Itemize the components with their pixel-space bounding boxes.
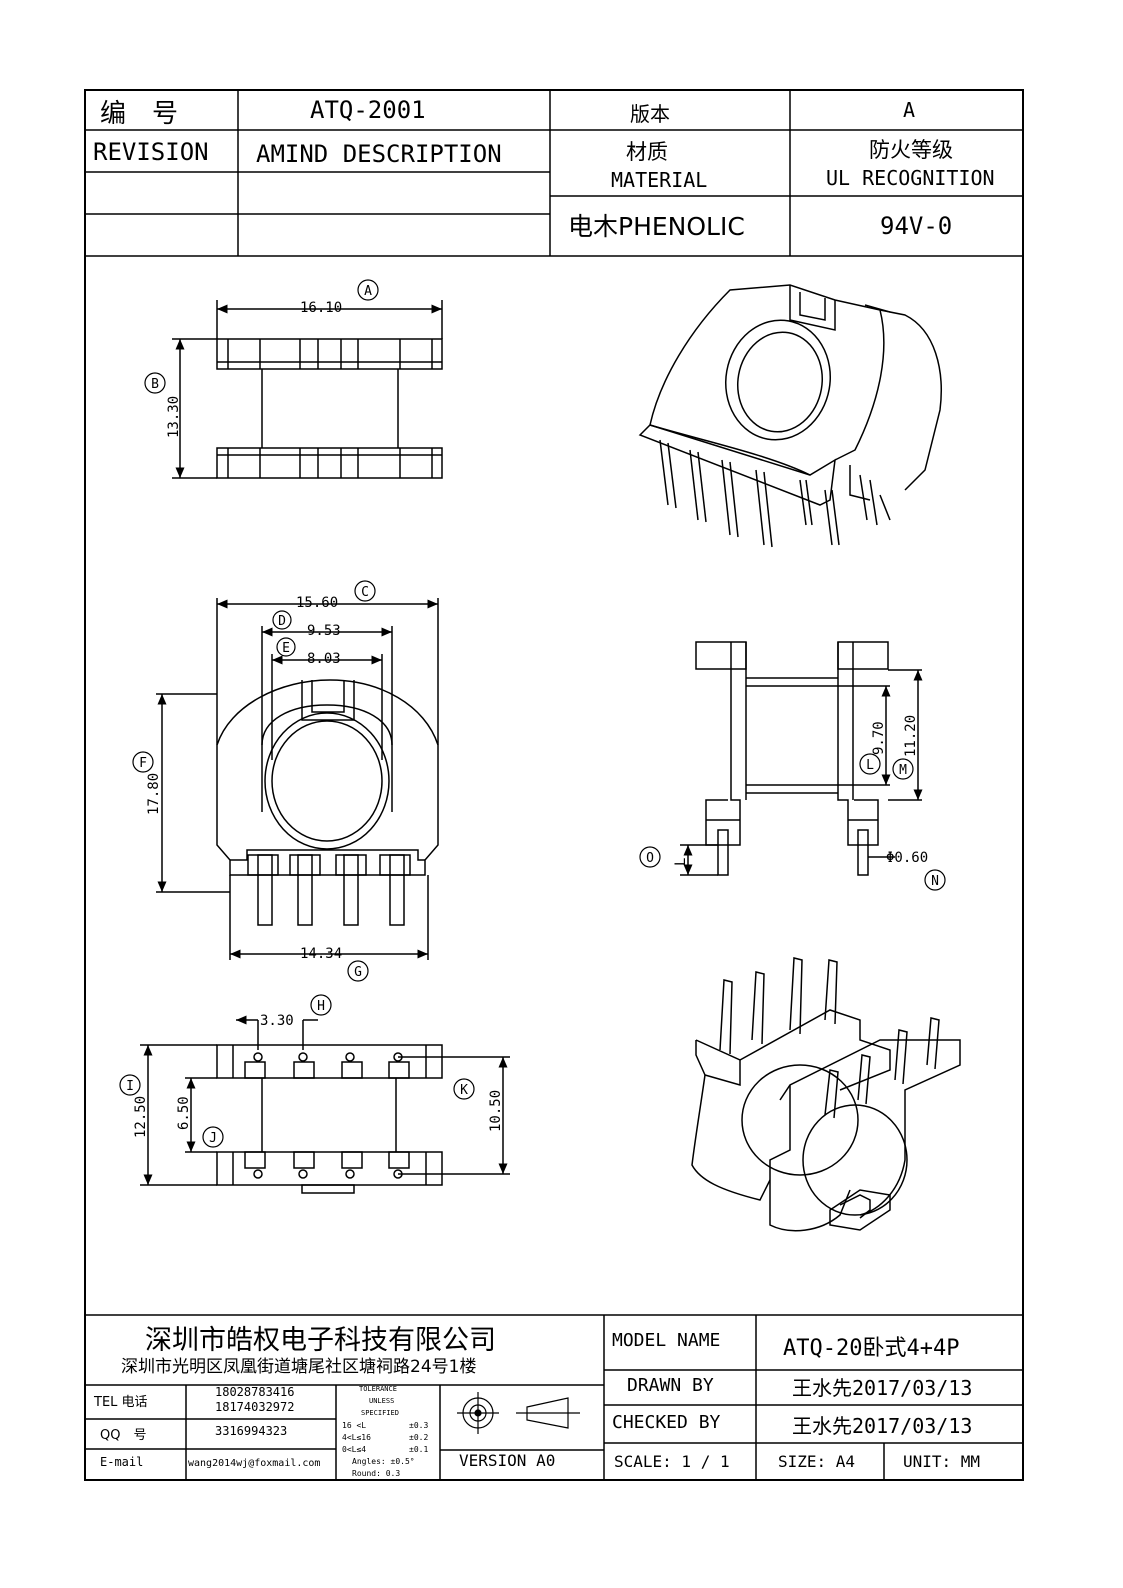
dim-letter-a: A — [364, 284, 372, 299]
tolerance-title-3: SPECIFIED — [361, 1409, 399, 1417]
tel-label: TEL 电话 — [94, 1395, 148, 1410]
qq-number: 3316994323 — [215, 1424, 288, 1438]
revision-label: REVISION — [93, 138, 209, 166]
dim-value-k: 10.50 — [488, 1090, 504, 1132]
dim-letter-h: H — [317, 999, 325, 1014]
dim-letter-m: M — [899, 763, 907, 778]
dim-letter-e: E — [282, 641, 290, 656]
material-label-en: MATERIAL — [611, 168, 708, 192]
version-value: A — [903, 98, 916, 122]
email-value: wang2014wj@foxmail.com — [188, 1458, 321, 1469]
tolerance-row3-value: ±0.1 — [409, 1445, 429, 1454]
version-label: 版本 — [630, 102, 670, 126]
dim-value-j: 6.50 — [176, 1096, 192, 1130]
projection-symbol — [457, 1392, 580, 1434]
company-name: 深圳市皓权电子科技有限公司 — [145, 1325, 496, 1356]
dim-letter-l: L — [866, 758, 874, 773]
dim-letter-k: K — [460, 1083, 468, 1098]
dim-letter-j: J — [209, 1131, 217, 1146]
tolerance-angles: Angles: ±0.5° — [352, 1457, 415, 1466]
dim-letter-o: O — [646, 851, 654, 866]
dim-letter-f: F — [139, 756, 147, 771]
side-view — [680, 641, 923, 876]
isometric-view-front — [638, 284, 942, 548]
dim-value-i: 12.50 — [133, 1096, 149, 1138]
dim-value-o: L — [673, 858, 689, 866]
technical-drawing: A B C D E F G H I J K L M N O 16.10 13.3… — [119, 279, 961, 1232]
dim-letter-g: G — [354, 965, 362, 980]
fire-rating-value: 94V-0 — [880, 212, 953, 240]
dim-value-l: 9.70 — [871, 721, 887, 755]
checked-by-value: 王水先2017/03/13 — [792, 1414, 973, 1438]
tolerance-title-2: UNLESS — [369, 1397, 395, 1405]
dim-value-a: 16.10 — [300, 300, 342, 316]
dim-value-n: Φ0.60 — [886, 850, 928, 866]
dim-letter-c: C — [361, 585, 369, 600]
dim-letter-i: I — [126, 1079, 134, 1094]
email-label: E-mail — [100, 1455, 144, 1469]
tel-number-1: 18028783416 — [215, 1385, 295, 1399]
unit-label: UNIT: MM — [903, 1452, 981, 1471]
dim-value-m: 11.20 — [903, 715, 919, 757]
tolerance-row1-range: 16 <L — [342, 1421, 367, 1430]
model-name-label: MODEL NAME — [612, 1330, 721, 1351]
tolerance-round: Round: 0.3 — [352, 1469, 401, 1478]
top-view — [172, 300, 443, 479]
part-number: ATQ-2001 — [310, 96, 426, 124]
bottom-view — [140, 1015, 510, 1194]
isometric-view-rear — [691, 957, 961, 1232]
tolerance-title-1: TOLERANCE — [359, 1385, 397, 1393]
size-label: SIZE: A4 — [778, 1452, 856, 1471]
version-a0: VERSION A0 — [459, 1451, 556, 1470]
title-block-lines — [84, 89, 1024, 257]
tolerance-row2-range: 4<L≤16 — [342, 1433, 371, 1442]
checked-by-label: CHECKED BY — [612, 1412, 721, 1433]
tel-number-2: 18174032972 — [215, 1400, 295, 1414]
tolerance-row2-value: ±0.2 — [409, 1433, 429, 1442]
footer-block-lines — [84, 1314, 1024, 1481]
tolerance-row3-range: 0<L≤4 — [342, 1445, 367, 1454]
drawn-by-value: 王水先2017/03/13 — [792, 1376, 973, 1400]
scale-label: SCALE: 1 / 1 — [614, 1452, 730, 1471]
dim-letter-b: B — [151, 377, 159, 392]
amend-description-label: AMIND DESCRIPTION — [256, 140, 502, 168]
drawn-by-label: DRAWN BY — [627, 1375, 714, 1396]
tolerance-row1-value: ±0.3 — [409, 1421, 429, 1430]
front-view — [156, 598, 439, 960]
dim-value-d: 9.53 — [307, 623, 341, 639]
fire-rating-label-en: UL RECOGNITION — [826, 166, 995, 190]
dim-value-h: 3.30 — [260, 1013, 294, 1029]
dim-letter-d: D — [278, 614, 286, 629]
material-label-cn: 材质 — [626, 140, 668, 164]
dim-letter-n: N — [931, 874, 939, 889]
dim-value-f: 17.80 — [146, 773, 162, 815]
model-name-value: ATQ-20卧式4+4P — [783, 1336, 960, 1361]
company-address: 深圳市光明区凤凰街道塘尾社区塘祠路24号1楼 — [121, 1357, 477, 1377]
dim-value-b: 13.30 — [166, 396, 182, 438]
dim-value-e: 8.03 — [307, 651, 341, 667]
dim-value-c: 15.60 — [296, 595, 338, 611]
material-value: 电木PHENOLIC — [568, 212, 745, 241]
fire-rating-label-cn: 防火等级 — [869, 138, 953, 162]
qq-label: QQ 号 — [100, 1428, 147, 1443]
dim-value-g: 14.34 — [300, 946, 342, 962]
number-label: 编 号 — [100, 99, 179, 129]
